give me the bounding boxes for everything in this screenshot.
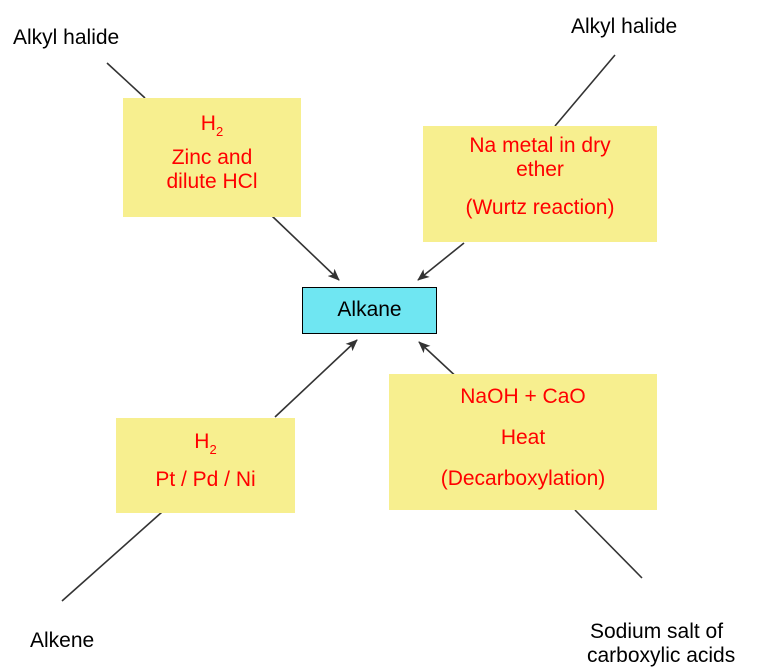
source-label-top-right: Alkyl halide <box>571 15 678 38</box>
arrow-top-left <box>271 215 340 281</box>
source-label-top-left: Alkyl halide <box>13 26 120 49</box>
reagent-text-line: (Decarboxylation) <box>440 467 606 490</box>
line-top-left-source <box>106 62 146 99</box>
source-label-bottom-right-line1: Sodium salt of <box>590 620 724 643</box>
source-label-bottom-right-line2: carboxylic acids <box>587 644 736 667</box>
reagent-text-line: Na metal in dry <box>469 134 611 157</box>
reagent-text-line: Heat <box>500 426 546 449</box>
reagent-box-bottom-left: H2 Pt / Pd / Ni <box>116 418 295 513</box>
reagent-text-line: dilute HCl <box>166 170 258 193</box>
line-bottom-right-source <box>574 509 643 579</box>
arrow-top-right <box>417 242 465 281</box>
reagent-text-line: ether <box>516 158 564 181</box>
reagent-formula-h2: H2 <box>194 430 217 457</box>
reagent-box-top-right: Na metal in dry ether (Wurtz reaction) <box>423 126 657 242</box>
source-label-bottom-right: Sodium salt of carboxylic acids <box>587 620 735 668</box>
arrow-bottom-left <box>274 339 358 418</box>
line-bottom-left-source <box>61 511 163 602</box>
reagent-box-bottom-right: NaOH + CaO Heat (Decarboxylation) <box>389 374 657 510</box>
reagent-box-top-left: H2 Zinc and dilute HCl <box>123 98 301 217</box>
product-box-alkane: Alkane <box>302 287 437 334</box>
line-top-right-source <box>554 54 616 127</box>
reagent-text-line: (Wurtz reaction) <box>465 196 615 219</box>
source-label-bottom-left: Alkene <box>30 629 95 652</box>
reagent-text-line: Zinc and <box>171 146 253 169</box>
reagent-text-line: NaOH + CaO <box>460 385 586 408</box>
reagent-text-line: Pt / Pd / Ni <box>155 468 256 491</box>
reagent-formula-h2: H2 <box>200 112 224 139</box>
